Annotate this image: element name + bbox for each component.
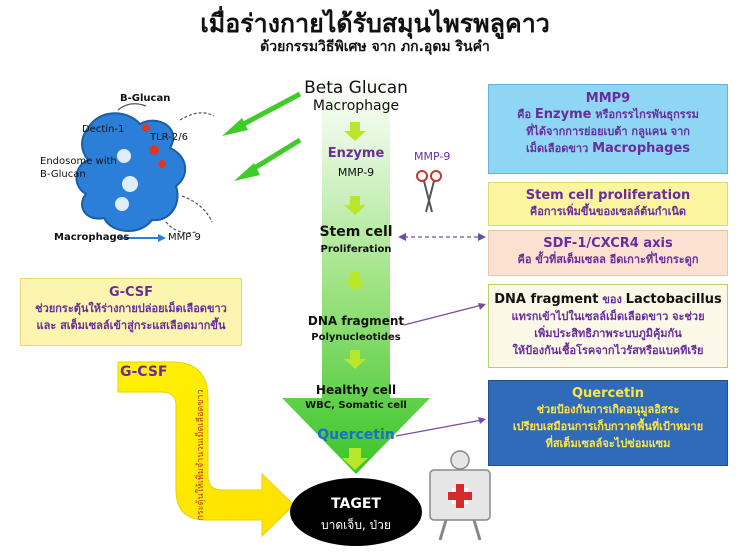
gcsf-box-heading: G-CSF <box>108 285 154 300</box>
quercetin-box-line3: ที่สเต็มเซลล์จะไปซ่อมแซม <box>545 437 671 450</box>
flow-mmp9: MMP-9 <box>337 166 375 179</box>
label-dectin: Dectin-1 <box>82 124 125 135</box>
mmp9-box-line3-pre: เม็ดเลือดขาว <box>525 142 593 155</box>
gcsf-info-box: G-CSF ช่วยกระตุ้นให้ร่างกายปล่อยเม็ดเลือ… <box>20 278 242 346</box>
flow-macrophage: Macrophage <box>312 98 400 114</box>
mmp9-box-line3-em: Macrophages <box>592 141 691 156</box>
sdf-info-box: SDF-1/CXCR4 axis คือ ขั้วที่สเต็มเซลล อี… <box>488 230 728 276</box>
mmp9-box-line1-pre: คือ <box>517 108 535 121</box>
target-sub-label: บาดเจ็บ, ป่วย <box>321 518 391 532</box>
small-flow-arrows <box>342 122 368 470</box>
flow-stem-cell: Stem cell <box>319 224 393 240</box>
dna-box-heading-c: Lactobacillus <box>625 292 722 307</box>
flow-proliferation: Proliferation <box>320 244 392 255</box>
mmp9-box-line2: ที่ได้จากการย่อยเบต้า กลูแคน จาก <box>526 125 690 138</box>
connector-lines <box>395 303 486 437</box>
dna-box-line1: แทรกเข้าไปในเซลล์เม็ดเลือดขาว จะช่วย <box>511 310 705 323</box>
macrophage-illustration <box>75 103 215 242</box>
quercetin-box-line1: ช่วยป้องกันการเกิดอนุมูลอิสระ <box>536 403 680 416</box>
dna-box-line2: เพิ่มประสิทธิภาพระบบภูมิคุ้มกัน <box>534 327 682 340</box>
flow-quercetin: Quercetin <box>317 427 395 443</box>
dna-info-box: DNA fragment ของ Lactobacillus แทรกเข้าไ… <box>488 284 728 368</box>
mmp9-box-line1-em: Enzyme <box>534 107 592 122</box>
scissors-icon <box>416 170 442 213</box>
flow-healthy-cell: Healthy cell <box>315 383 397 397</box>
label-b-glucan-top: B-Glucan <box>120 93 171 104</box>
scissors-label: MMP-9 <box>414 150 451 163</box>
gcsf-vertical-text: กระตุ้นให้เพิ่มจำนวนเม็ดเลือดขาว <box>196 389 206 521</box>
page-title: เมื่อร่างกายได้รับสมุนไพรพลูคาว <box>200 9 550 38</box>
page-subtitle: ด้วยกรรมวิธีพิเศษ จาก ภก.อุดม รินคำ <box>260 39 490 55</box>
flow-dna-fragment: DNA fragment <box>307 314 405 328</box>
gcsf-box-line2: และ สเต็มเซลล์เข้าสู่กระแสเลือดมากขึ้น <box>36 319 226 332</box>
flow-wbc-somatic: WBC, Somatic cell <box>305 400 407 411</box>
target-label: TAGET <box>331 496 381 512</box>
stem-cell-info-box: Stem cell proliferation คือการเพิ่มขึ้นข… <box>488 182 728 226</box>
stem-box-line1: คือการเพิ่มขึ้นของเซลล์ต้นกำเนิด <box>529 205 687 218</box>
label-tlr: TLR-2/6 <box>150 132 188 143</box>
green-pointer-arrows <box>222 91 302 181</box>
gcsf-box-line1: ช่วยกระตุ้นให้ร่างกายปล่อยเม็ดเลือดขาว <box>35 302 227 315</box>
quercetin-box-line2: เปรียบเสมือนการเก็บกวาดพื้นที่เป้าหมาย <box>512 420 704 433</box>
label-macrophages: Macrophages <box>54 232 130 243</box>
label-b-glucan-mid: B-Glucan <box>40 169 86 180</box>
label-mmp9-small: MMP 9 <box>168 232 201 243</box>
dna-box-heading-b: ของ <box>598 293 626 306</box>
quercetin-box-heading: Quercetin <box>572 386 644 401</box>
dna-box-line3: ให้ป้องกันเชื้อโรคจากไวรัสหรือแบคทีเรีย <box>512 344 704 357</box>
stem-box-heading: Stem cell proliferation <box>525 188 691 203</box>
mmp9-box-line1-post: หรือกรรไกรพันธุกรรม <box>591 108 699 121</box>
label-endosome: Endosome with <box>40 156 117 167</box>
mmp9-info-box: MMP9 คือ Enzyme หรือกรรไกรพันธุกรรม ที่ไ… <box>488 84 728 174</box>
flow-polynucleotides: Polynucleotides <box>311 332 401 343</box>
first-aid-icon <box>429 450 491 541</box>
target-ellipse <box>290 478 422 546</box>
gcsf-arrow-label: G-CSF <box>120 364 168 380</box>
dashed-link-arrow <box>398 233 486 241</box>
sdf-box-line1: คือ ขั้วที่สเต็มเซลล อีดเกาะที่ไขกระดูก <box>517 253 699 266</box>
sdf-box-heading: SDF-1/CXCR4 axis <box>543 236 673 251</box>
flow-enzyme: Enzyme <box>327 146 385 161</box>
mmp9-box-heading: MMP9 <box>585 91 631 106</box>
quercetin-info-box: Quercetin ช่วยป้องกันการเกิดอนุมูลอิสระ … <box>488 380 728 466</box>
flow-beta-glucan: Beta Glucan <box>304 78 408 98</box>
dna-box-heading-a: DNA fragment <box>494 292 599 307</box>
